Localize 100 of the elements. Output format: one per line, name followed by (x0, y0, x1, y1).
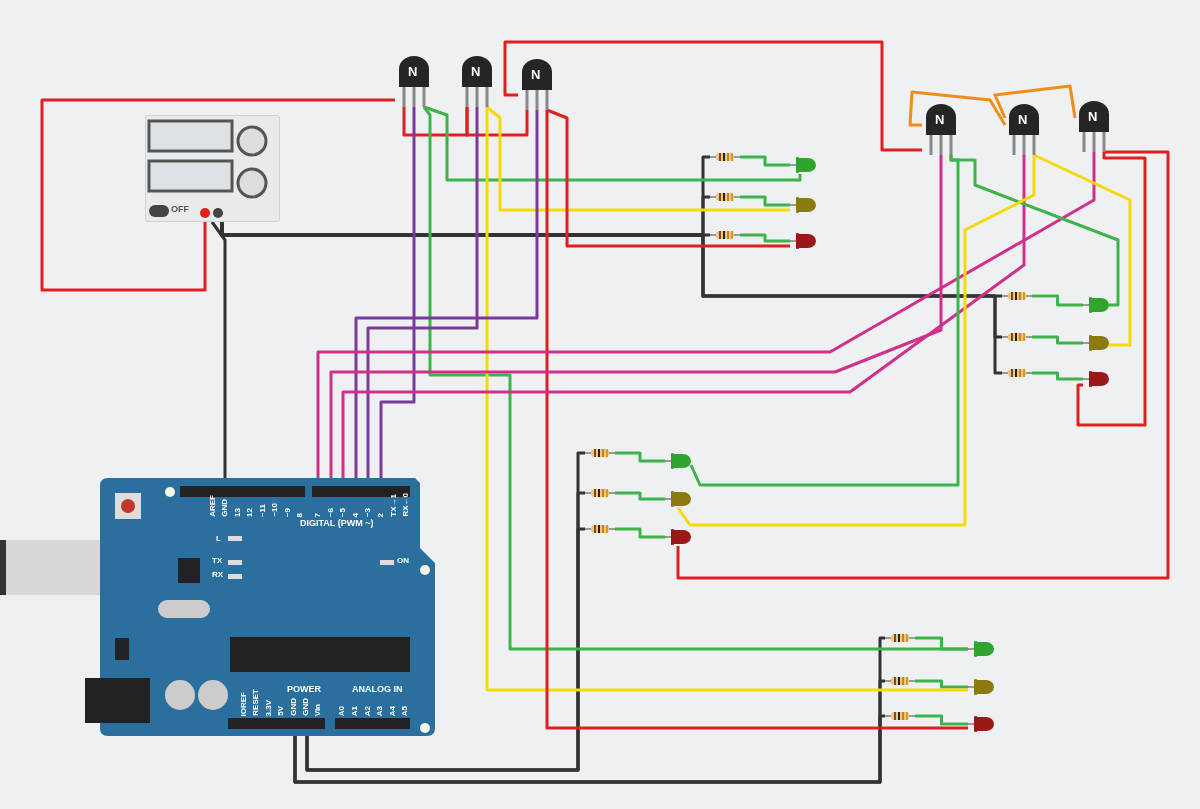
wire (422, 106, 968, 651)
power-supply (145, 115, 280, 222)
wire (740, 233, 790, 243)
pin-label: A2 (364, 705, 372, 716)
led (1083, 370, 1109, 388)
led (665, 490, 691, 508)
wire (546, 108, 790, 248)
pin-label: 8 (296, 512, 304, 517)
wire (366, 107, 479, 478)
wire (676, 150, 1170, 580)
wire (615, 451, 665, 463)
header-label: POWER (287, 685, 321, 694)
wire (740, 195, 790, 207)
pin-label: ~6 (327, 507, 335, 517)
resistor (1002, 368, 1032, 378)
pin-label: 7 (314, 512, 322, 517)
wire (1032, 294, 1083, 307)
wire (740, 155, 790, 167)
pin-label: 13 (234, 508, 242, 517)
pin-label: A1 (351, 705, 359, 716)
wire (465, 107, 529, 137)
pin-label: Vin (314, 703, 322, 716)
switch-label: OFF (171, 205, 189, 214)
pin-label: TX→1 (390, 494, 398, 517)
led (790, 232, 816, 250)
transistor-label: N (531, 68, 541, 81)
wire (915, 714, 968, 726)
indicator-label: RX (212, 571, 224, 579)
indicator-label: L (216, 535, 221, 543)
pin-label: A4 (389, 705, 397, 716)
pin-label: ~9 (284, 507, 292, 517)
transistor-label: N (935, 113, 945, 126)
wire (1076, 152, 1147, 427)
pin-label: GND (290, 698, 298, 716)
resistor (1002, 291, 1032, 301)
wire (1032, 335, 1083, 345)
resistor (885, 711, 915, 721)
pin-label: 3.3V (265, 699, 273, 716)
wire (503, 40, 922, 152)
led (665, 452, 691, 470)
resistor (1002, 332, 1032, 342)
resistor (710, 230, 740, 240)
header-label: DIGITAL (PWM ~) (300, 519, 374, 528)
pin-label: IOREF (240, 691, 248, 716)
pin-label: ~5 (339, 507, 347, 517)
led (968, 715, 994, 733)
led (1083, 334, 1109, 352)
transistor-label: N (408, 65, 418, 78)
wire (615, 491, 665, 501)
resistor (585, 524, 615, 534)
pin-label: 5V (277, 706, 285, 716)
header-label: ANALOG IN (352, 685, 403, 694)
pin-label: 12 (246, 508, 254, 517)
wire (993, 84, 1077, 119)
pin-label: GND (302, 698, 310, 716)
pin-label: AREF (209, 495, 217, 517)
wire (423, 105, 802, 182)
pin-label: A5 (401, 705, 409, 716)
wire (689, 154, 960, 487)
wire (676, 155, 1036, 527)
wire (210, 221, 227, 478)
wire (1032, 371, 1083, 381)
wire (1033, 153, 1132, 347)
pin-label: GND (221, 499, 229, 517)
wire (40, 98, 395, 292)
pin-label: 2 (377, 512, 385, 517)
wire (485, 107, 968, 692)
led (968, 640, 994, 658)
wire (354, 110, 539, 478)
pin-label: ~11 (259, 503, 267, 517)
wire (908, 90, 1007, 127)
resistor (885, 676, 915, 686)
wire (615, 527, 665, 539)
resistor (585, 448, 615, 458)
pin-label: RX←0 (402, 493, 410, 517)
wire (486, 105, 790, 212)
resistor (710, 152, 740, 162)
wire (293, 714, 886, 784)
led (665, 528, 691, 546)
wire (379, 107, 416, 478)
led (968, 678, 994, 696)
transistor-label: N (1088, 110, 1098, 123)
led (790, 196, 816, 214)
indicator-label: TX (212, 557, 223, 565)
microcontroller-board-drawing (0, 478, 435, 736)
wire (402, 107, 469, 137)
led (1083, 296, 1109, 314)
indicator-label: ON (397, 557, 409, 565)
pin-label: 4 (352, 512, 360, 517)
pin-label: ~10 (271, 503, 279, 517)
pin-label: A0 (338, 705, 346, 716)
pin-label: ~3 (364, 507, 372, 517)
pin-label: A3 (376, 705, 384, 716)
transistor-label: N (471, 65, 481, 78)
transistor-label: N (1018, 113, 1028, 126)
led (790, 156, 816, 174)
resistor (710, 192, 740, 202)
resistor (585, 488, 615, 498)
wire (915, 679, 968, 689)
pin-label: RESET (252, 689, 260, 716)
